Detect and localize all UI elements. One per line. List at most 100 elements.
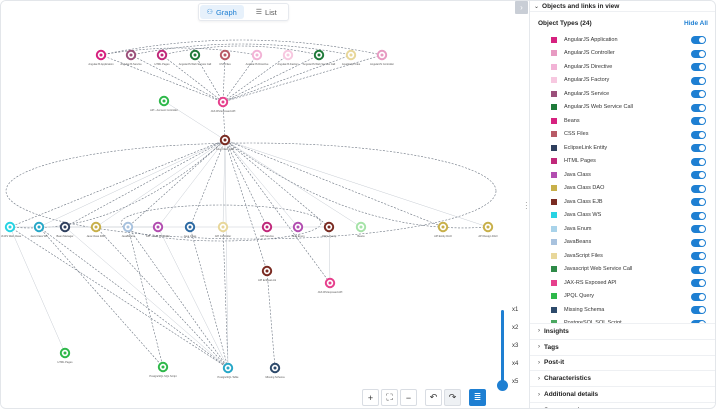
type-visibility-toggle[interactable] [691,117,706,125]
graph-node[interactable]: AngularJS Web Service Call [179,49,212,66]
panel-section-post-it[interactable]: ›Post-it [530,354,715,371]
panel-section-tags[interactable]: ›Tags [530,338,715,355]
fit-view-button[interactable]: ⛶ [381,389,398,406]
graph-edge[interactable] [5,142,497,240]
graph-node[interactable]: API - Java Controller [146,221,170,238]
type-visibility-toggle[interactable] [691,103,706,112]
zoom-knob[interactable] [497,380,508,391]
zoom-in-button[interactable]: + [362,389,379,406]
graph-edge[interactable] [161,45,320,56]
graph-edge[interactable] [38,226,164,368]
graph-node[interactable]: AngularJS Web Service Call [303,49,336,66]
graph-node[interactable]: Missing Schema [265,362,285,379]
graph-edge[interactable] [224,139,299,228]
type-visibility-toggle[interactable] [691,265,706,274]
graph-edge[interactable] [157,139,226,228]
graph-edge[interactable] [100,39,383,56]
graph-edge[interactable] [64,139,226,228]
graph-edge[interactable] [127,226,164,368]
layout-button[interactable]: ≣ [469,389,486,406]
graph-edge[interactable] [95,139,226,228]
graph-edge[interactable] [163,100,226,141]
graph-node[interactable]: HTML Pages [57,347,73,364]
graph-tab[interactable]: ⚇Graph [200,5,244,19]
graph-edge[interactable] [127,139,226,228]
graph-edge[interactable] [38,139,226,228]
graph-node[interactable]: JAX-RS Exposed API [211,96,236,113]
graph-edge[interactable] [224,139,489,229]
type-visibility-toggle[interactable] [691,306,706,314]
list-tab[interactable]: ☰List [245,4,289,20]
graph-node[interactable]: Java Class EJB [216,134,234,151]
type-visibility-toggle[interactable] [691,279,706,287]
type-visibility-toggle[interactable] [691,63,706,71]
type-visibility-toggle[interactable] [691,130,706,139]
graph-edge[interactable] [38,226,229,369]
graph-edge[interactable] [9,139,226,229]
graph-edge[interactable] [224,139,268,272]
zoom-out-button[interactable]: − [400,389,417,406]
graph-node[interactable]: API EclipseLink [258,265,277,282]
graph-edge[interactable] [9,226,66,354]
graph-node[interactable]: HTML Pages [154,49,170,66]
type-visibility-toggle[interactable] [691,198,706,206]
undo-button[interactable]: ↶ [425,389,442,406]
resize-handle[interactable]: ··· [525,198,528,213]
graph-edge[interactable] [222,54,383,103]
panel-header[interactable]: ⌄ Objects and links in view [530,1,715,12]
graph-edge[interactable] [222,54,258,103]
graph-node[interactable]: JavaBeans [122,221,136,238]
panel-section-characteristics[interactable]: ›Characteristics [530,370,715,386]
zoom-track[interactable] [501,310,504,386]
graph-edge[interactable] [100,47,258,56]
graph-edge[interactable] [224,139,330,228]
graph-node[interactable]: AngularJS Directive [246,49,269,66]
graph-node[interactable]: API Design DAO [478,221,498,238]
panel-section-source-code[interactable]: ›Source code [530,401,715,408]
graph-node[interactable]: Beans [355,221,367,238]
graph-edge[interactable] [64,226,229,369]
graph-node[interactable]: Java Class WS [30,221,48,238]
graph-edge[interactable] [120,204,322,242]
type-visibility-toggle[interactable] [691,76,706,85]
type-visibility-toggle[interactable] [691,49,706,58]
graph-edge[interactable] [222,54,289,103]
type-visibility-toggle[interactable] [691,36,706,44]
graph-edge[interactable] [328,226,331,284]
graph-edge[interactable] [157,226,229,369]
graph-edge[interactable] [224,139,489,228]
graph-edge[interactable] [222,54,320,103]
redo-button[interactable]: ↷ [444,389,461,406]
graph-edge[interactable] [100,54,224,103]
zoom-slider[interactable]: x1 x2 x3 x4 x5 [497,307,528,391]
graph-edge[interactable] [224,139,331,284]
graph-node[interactable]: JavaScript Files [342,49,361,66]
graph-edge[interactable] [222,54,226,103]
graph-node[interactable]: AngularJS Controller [370,49,394,66]
type-visibility-toggle[interactable] [691,90,706,98]
graph-node[interactable]: Java Class [184,221,197,238]
hide-all-button[interactable]: Hide All [684,20,708,27]
graph-node[interactable]: JAX-RS Exposed API [318,277,343,294]
graph-edge[interactable] [222,226,229,369]
graph-node[interactable]: API Controller [215,221,231,238]
graph-edge[interactable] [222,54,352,103]
type-visibility-toggle[interactable] [691,157,706,166]
graph-edge[interactable] [222,139,226,228]
graph-edge[interactable] [189,139,226,228]
type-visibility-toggle[interactable] [691,238,706,247]
graph-node[interactable]: CSS Files [219,49,231,66]
graph-edge[interactable] [224,139,362,228]
collapse-panel-button[interactable]: › [515,1,528,14]
type-visibility-toggle[interactable] [691,211,706,220]
graph-edge[interactable] [130,43,352,56]
graph-edge[interactable] [127,226,229,369]
graph-node[interactable]: Java Enum [292,221,305,238]
panel-section-insights[interactable]: ›Insights [530,323,715,339]
graph-node[interactable]: Bean Manager [56,221,74,238]
type-visibility-toggle[interactable] [691,225,706,233]
type-visibility-toggle[interactable] [691,171,706,179]
